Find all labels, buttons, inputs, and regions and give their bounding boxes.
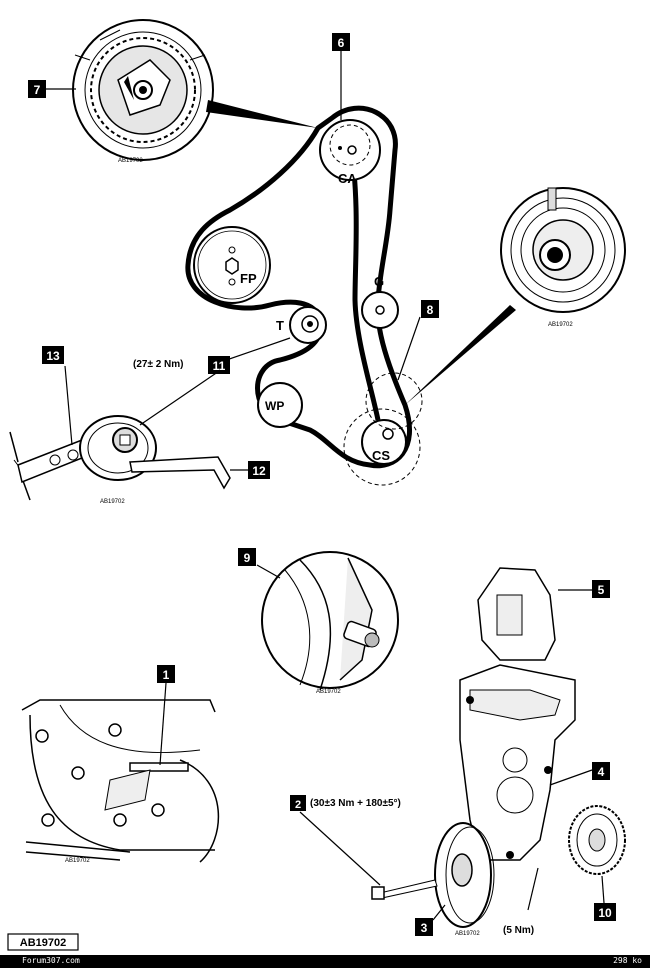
callout-5: 5 — [592, 580, 610, 598]
svg-text:9: 9 — [244, 551, 251, 565]
callout-11: 11 — [208, 356, 230, 374]
callout-6: 6 — [332, 33, 350, 51]
leader-13 — [64, 365, 73, 446]
pulley-figure-code: AB19702 — [455, 931, 480, 937]
pulley-label-fp: FP — [240, 271, 257, 286]
svg-text:1: 1 — [163, 668, 170, 682]
svg-text:5: 5 — [598, 583, 605, 597]
crank-detail-figure-code: AB19702 — [548, 322, 573, 328]
footer-site: Forum307.com — [22, 956, 80, 965]
svg-text:11: 11 — [213, 359, 226, 373]
water-pump-pulley: WP — [257, 382, 303, 428]
footer-size: 298 ko — [613, 956, 642, 965]
leader-1 — [159, 682, 167, 766]
cover-bolt-torque-label: (5 Nm) — [503, 925, 534, 936]
leader-cover-bolt — [527, 867, 539, 911]
lock-tool-figure-code: AB19702 — [65, 858, 90, 864]
svg-text:AB19702: AB19702 — [20, 937, 66, 949]
callout-2: 2 — [290, 795, 306, 811]
crankshaft-pulley: CS — [343, 372, 423, 486]
crankshaft-sprocket-detail: AB19702 — [500, 187, 626, 328]
camshaft-pulley: CA — [319, 119, 381, 186]
callout-8: 8 — [421, 300, 439, 318]
callout-13: 13 — [42, 346, 64, 364]
pulley-label-g: G — [374, 274, 384, 289]
svg-text:10: 10 — [598, 906, 612, 920]
pulley-label-wp: WP — [265, 399, 284, 413]
svg-text:13: 13 — [46, 349, 60, 363]
leader-11 — [139, 364, 229, 426]
camshaft-sprocket-detail: AB19702 — [72, 19, 214, 164]
callout-10: 10 — [594, 903, 616, 921]
svg-text:2: 2 — [295, 799, 301, 811]
callout-9: 9 — [238, 548, 256, 566]
cover-figure-code: AB19702 — [316, 689, 341, 695]
leader-8 — [397, 316, 421, 381]
svg-text:3: 3 — [421, 921, 428, 935]
callout-1: 1 — [157, 665, 175, 683]
crank-bolt-torque-label: (30±3 Nm + 180±5°) — [310, 798, 401, 809]
leader-2 — [299, 811, 381, 886]
camshaft-figure-code: AB19702 — [118, 158, 143, 164]
tensioner-detail: AB19702 — [9, 415, 231, 505]
crank-pulley-assembly: AB19702 — [371, 822, 495, 937]
tensioner-torque-label: (27± 2 Nm) — [133, 359, 184, 370]
footer-bar — [0, 955, 650, 968]
detail-leader-7 — [206, 100, 318, 128]
svg-text:8: 8 — [427, 303, 434, 317]
timing-belt — [185, 105, 412, 469]
svg-text:12: 12 — [252, 464, 266, 478]
svg-text:6: 6 — [338, 36, 345, 50]
pulley-label-ca: CA — [338, 171, 357, 186]
tensioner-figure-code: AB19702 — [100, 499, 125, 505]
main-figure-code: AB19702 — [7, 933, 79, 951]
detail-leader-8 — [405, 305, 516, 405]
fuel-pump-pulley: FP — [193, 226, 271, 304]
callout-4: 4 — [592, 762, 610, 780]
crank-sprocket — [568, 805, 626, 875]
pulley-label-cs: CS — [372, 448, 390, 463]
svg-text:7: 7 — [34, 83, 41, 97]
callout-7: 7 — [28, 80, 46, 98]
tensioner-pulley: T — [276, 306, 327, 344]
callout-3: 3 — [415, 918, 433, 936]
leader-4 — [549, 769, 593, 786]
lock-tool-detail: AB19702 — [21, 699, 220, 864]
leader-10 — [601, 875, 605, 904]
leader-9 — [256, 564, 281, 579]
svg-text:4: 4 — [598, 765, 605, 779]
guide-pulley: G — [361, 274, 399, 329]
callout-12: 12 — [248, 461, 270, 479]
pulley-label-t: T — [276, 318, 284, 333]
timing-cover-assembly — [459, 567, 576, 861]
cover-detail: AB19702 — [261, 551, 399, 695]
